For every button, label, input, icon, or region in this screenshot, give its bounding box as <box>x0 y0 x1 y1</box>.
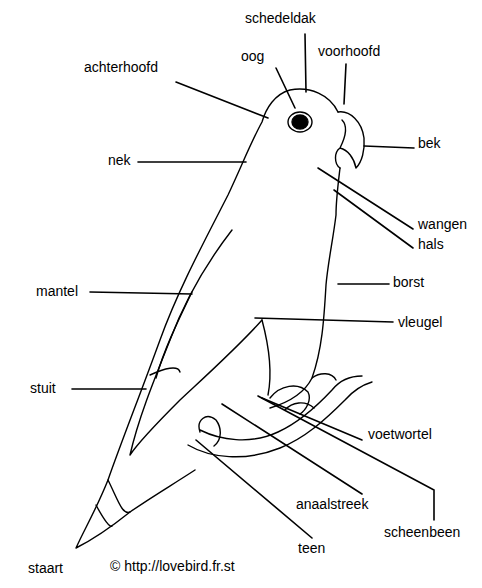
leader-line <box>334 190 413 248</box>
part-label: hals <box>418 236 444 252</box>
leader-line <box>138 161 246 163</box>
part-label: scheenbeen <box>384 524 460 540</box>
eye <box>292 115 308 129</box>
part-label: stuit <box>30 380 56 396</box>
leader-line <box>305 34 306 92</box>
part-label: nek <box>108 152 131 168</box>
part-label: wangen <box>418 216 467 232</box>
part-label: borst <box>393 274 424 290</box>
part-label: vleugel <box>398 314 442 330</box>
leader-line <box>364 146 414 148</box>
tail-feathers <box>96 480 130 526</box>
wing-feather <box>150 292 192 378</box>
leader-line <box>258 396 434 520</box>
leader-line <box>176 82 268 118</box>
leader-line <box>262 398 362 440</box>
part-label: voetwortel <box>368 426 432 442</box>
copyright-note: © http://lovebird.fr.st <box>110 558 235 574</box>
leader-line <box>90 292 192 294</box>
leader-line <box>255 318 393 322</box>
leader-line <box>318 168 413 229</box>
part-label: achterhoofd <box>84 59 158 75</box>
feet <box>199 374 336 446</box>
leader-line <box>338 283 389 285</box>
wing-outline <box>130 230 262 455</box>
wing-edge <box>262 320 270 395</box>
part-label: teen <box>298 540 325 556</box>
part-label: bek <box>418 135 441 151</box>
part-label: voorhoofd <box>318 43 380 59</box>
part-label: schedeldak <box>245 10 316 26</box>
part-label: anaalstreek <box>296 496 368 512</box>
eye-ring <box>288 112 312 132</box>
part-label: oog <box>241 48 264 64</box>
part-label: mantel <box>36 283 78 299</box>
leader-line <box>344 64 346 104</box>
bird-front <box>270 168 340 408</box>
part-label: staart <box>28 560 63 576</box>
leader-line <box>276 68 295 108</box>
leader-line <box>196 440 312 538</box>
beak <box>336 112 365 168</box>
leader-line <box>72 388 146 390</box>
